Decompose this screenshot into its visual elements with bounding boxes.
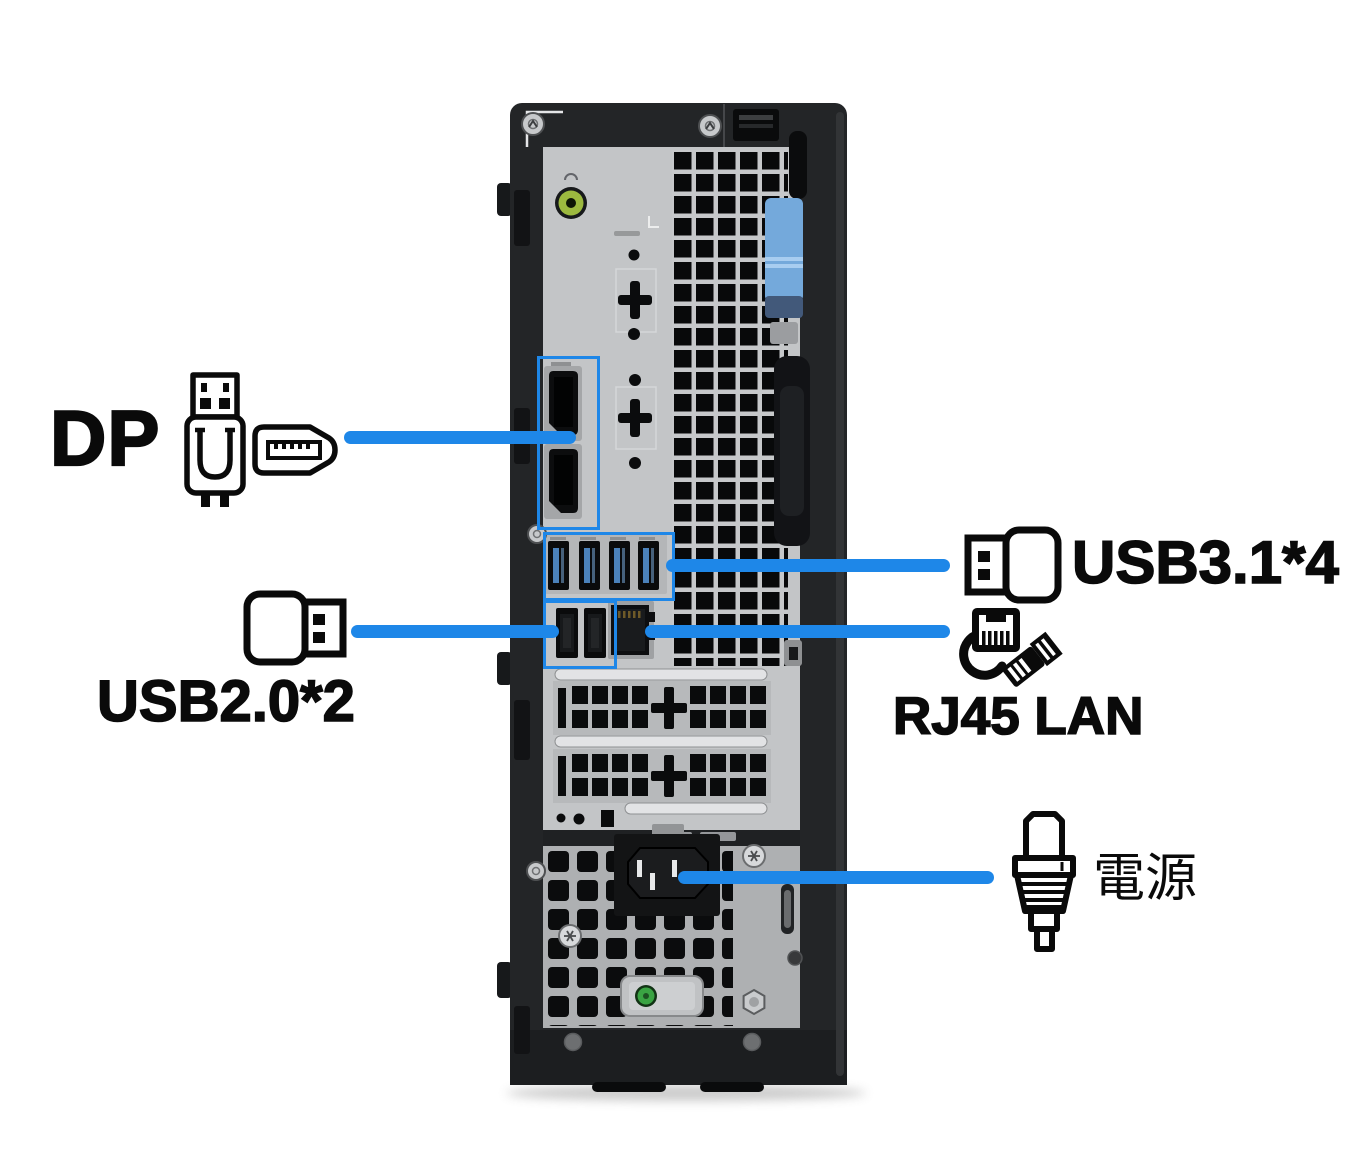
power-pointer-line: [678, 871, 994, 884]
rj45-jack: [972, 608, 1020, 652]
rj45-cable-icon: [959, 608, 1063, 687]
usb20-pointer-line: [351, 625, 559, 638]
displayport-ports: [544, 362, 582, 519]
dp-pointer-line: [344, 431, 576, 444]
usb3-ports: [545, 534, 667, 594]
pc-rear-panel-illustration: [497, 103, 866, 1101]
padlock-recess: [774, 356, 810, 546]
screw: [521, 112, 545, 136]
rj45-pointer-line: [645, 625, 950, 638]
usb-plug-icon: [184, 372, 246, 507]
rj45-label: RJ45 LAN: [892, 687, 1144, 746]
kensington-slot: [784, 640, 802, 666]
usb-flash-drive-icon: [243, 590, 347, 666]
panel-screws: [526, 524, 547, 881]
usb-flash-drive-icon: [964, 526, 1062, 604]
usb31-label: USB3.1*4: [1071, 529, 1339, 596]
tower-shadow: [506, 1085, 866, 1101]
rj45-port: [608, 601, 655, 659]
screw: [698, 114, 722, 138]
torx-screw: [558, 924, 582, 948]
right-column: [765, 131, 810, 666]
micro-usb-connector-icon: [252, 424, 338, 476]
usb31-pointer-line: [666, 559, 950, 572]
hex-bolt: [742, 988, 766, 1016]
dp-label: DP: [49, 394, 161, 482]
chassis-left-slots: [514, 190, 530, 1054]
rj45-plug: [1002, 631, 1063, 687]
usb2-ports: [556, 608, 606, 658]
knockout-marks: [614, 216, 659, 469]
psu-section: [543, 824, 803, 1028]
usb20-label: USB2.0*2: [96, 669, 356, 734]
power-label: 電源: [1093, 850, 1198, 908]
power-led: [620, 975, 704, 1017]
torx-screw: [742, 844, 766, 868]
chassis-left-tabs: [497, 183, 512, 998]
chassis-bottom-band: [510, 1030, 847, 1085]
release-latch: [765, 198, 803, 344]
usb31-highlight-box: [543, 532, 675, 601]
power-plug-icon: [1012, 811, 1076, 952]
chassis-feet: [563, 1032, 764, 1092]
expansion-slots: [553, 668, 771, 827]
top-panel: [521, 104, 779, 147]
audio-jack: [555, 173, 587, 219]
power-inlet-c14: [614, 834, 720, 916]
